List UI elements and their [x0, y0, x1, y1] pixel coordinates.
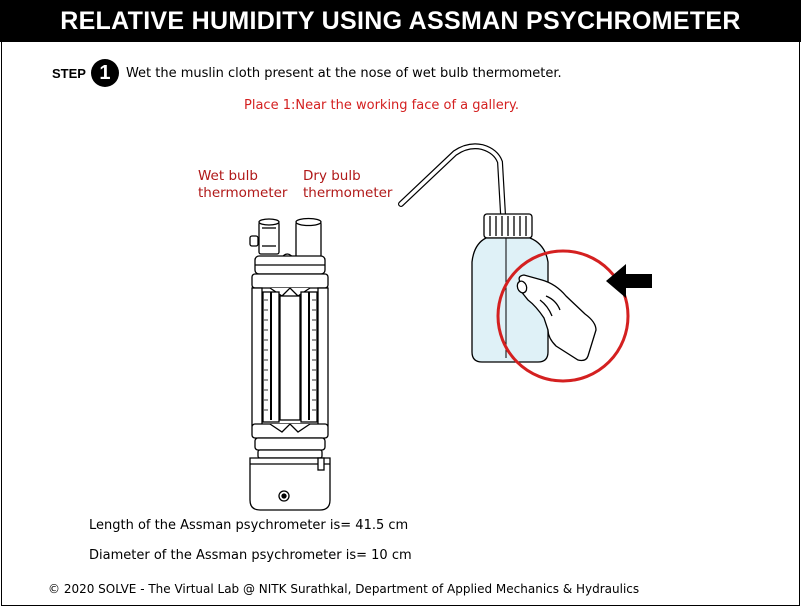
dry-bulb-label-line2: thermometer [303, 185, 393, 201]
diameter-info: Diameter of the Assman psychrometer is= … [89, 548, 412, 563]
step-instruction: STEP 1 Wet the muslin cloth present at t… [52, 59, 562, 87]
thermometer-scales [264, 299, 316, 411]
wet-bulb-label-line1: Wet bulb [198, 168, 258, 184]
wet-bulb-label: Wet bulb thermometer [198, 168, 287, 202]
step-label: STEP [52, 65, 86, 81]
place-description: Place 1:Near the working face of a galle… [244, 98, 520, 113]
length-info: Length of the Assman psychrometer is= 41… [89, 518, 409, 533]
dry-bulb-label: Dry bulb thermometer [303, 168, 392, 202]
highlight-circle [496, 249, 630, 383]
step-number-badge: 1 [90, 59, 119, 87]
footer-copyright: © 2020 SOLVE - The Virtual Lab @ NITK Su… [48, 582, 640, 596]
wash-bottle [398, 143, 549, 363]
dry-bulb-label-line1: Dry bulb [303, 168, 361, 184]
psychrometer [249, 217, 331, 511]
hand-squeezing-icon [516, 274, 597, 362]
step-text: Wet the muslin cloth present at the nose… [125, 65, 562, 81]
wet-bulb-label-line2: thermometer [198, 185, 288, 201]
content-frame [1, 42, 800, 606]
page-title: RELATIVE HUMIDITY USING ASSMAN PSYCHROME… [0, 0, 801, 42]
left-pointing-arrow-icon [606, 264, 652, 298]
